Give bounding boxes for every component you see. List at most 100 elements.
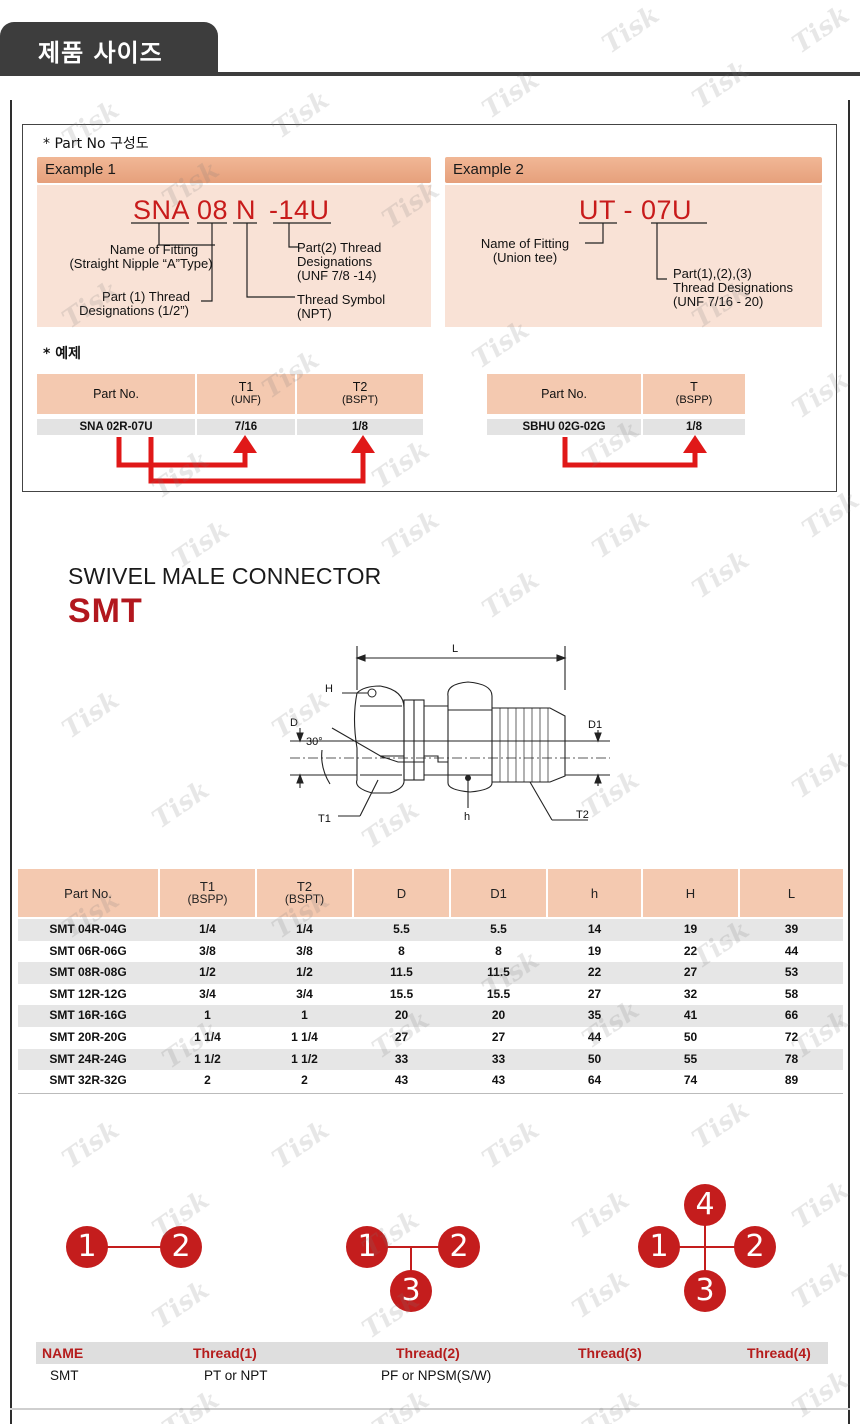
table-cell-partno: SMT 08R-08G xyxy=(49,965,127,980)
table-cell-l: 72 xyxy=(784,1030,799,1044)
table-cell-d1: 43 xyxy=(491,1073,506,1088)
example1-panel: SNA 08 N -14U Name of Fitting (Straight … xyxy=(37,185,431,327)
example1-part2-desc: Part(2) Thread Designations (UNF 7/8 -14… xyxy=(297,241,381,283)
table-cell-t2: 1 xyxy=(301,1008,308,1023)
part-no-box: * Part No 구성도 Example 1 SNA 08 N -14U Na… xyxy=(22,124,837,492)
example1-part2-line2: Designations xyxy=(297,254,373,269)
port-circle-1: 1 xyxy=(66,1226,108,1268)
table-cell-h: 55 xyxy=(683,1051,698,1066)
watermark: Tisk xyxy=(146,1274,215,1336)
watermark: Tisk xyxy=(566,1184,635,1246)
example1-code-n: N xyxy=(236,195,256,225)
thread-value-1: PT or NPT xyxy=(204,1368,268,1383)
watermark: Tisk xyxy=(576,1384,645,1424)
table-cell-partno: SMT 12R-12G xyxy=(49,986,127,1001)
thread-header-3: Thread(3) xyxy=(578,1345,642,1361)
table-cell-h: 19 xyxy=(683,922,698,936)
watermark: Tisk xyxy=(596,0,665,61)
table-header-t1-unit: (BSPP) xyxy=(187,892,228,906)
table-cell-d1: 8 xyxy=(495,943,502,958)
table-cell-d: 15.5 xyxy=(389,986,414,1001)
frame-right xyxy=(848,100,850,1424)
watermark: Tisk xyxy=(586,504,655,566)
frame-bottom xyxy=(10,1408,850,1410)
table-cell-l: 89 xyxy=(784,1073,799,1088)
table-cell-t1: 3/8 xyxy=(199,943,216,958)
arrow-t1 xyxy=(116,437,248,468)
table-cell-t2: 2 xyxy=(301,1073,308,1088)
table-cell-t1: 1/2 xyxy=(199,965,216,980)
example1-part2-line3: (UNF 7/8 -14) xyxy=(297,268,377,283)
example1-code-08: 08 xyxy=(197,195,229,225)
product-name: SMT xyxy=(68,592,143,630)
watermark: Tisk xyxy=(786,0,855,61)
thread-header-name: NAME xyxy=(42,1345,84,1361)
watermark: Tisk xyxy=(786,1174,855,1236)
watermark: Tisk xyxy=(366,1384,435,1424)
table-cell-partno: SMT 32R-32G xyxy=(49,1073,127,1088)
ex-table2-partno: SBHU 02G-02G xyxy=(487,419,641,435)
table-cell-h-small: 22 xyxy=(587,965,602,980)
title-divider xyxy=(0,72,860,76)
table-cell-d1: 11.5 xyxy=(487,965,510,980)
example2-code: UT - 07U xyxy=(579,195,693,225)
table-header-h-small: h xyxy=(548,869,641,917)
port-link-3way-v xyxy=(410,1246,412,1276)
watermark: Tisk xyxy=(156,1384,225,1424)
example1-label: Example 1 xyxy=(37,157,431,183)
dim-label-h-upper: H xyxy=(325,683,333,695)
table-cell-d: 5.5 xyxy=(393,922,410,936)
table-cell-h-small: 64 xyxy=(587,1073,602,1088)
table-cell-t2: 1 1/4 xyxy=(291,1030,318,1044)
dim-label-d1: D1 xyxy=(588,719,602,731)
table-cell-d1: 15.5 xyxy=(486,986,511,1001)
table-cell-h: 74 xyxy=(683,1073,698,1088)
port-circle-2: 2 xyxy=(160,1226,202,1268)
table-header-t1: T1(BSPP) xyxy=(160,869,255,917)
table-header-h: H xyxy=(643,869,738,917)
example-heading: * 예제 xyxy=(43,346,81,362)
thread-table-header-bar xyxy=(36,1342,828,1364)
arrow-t2 xyxy=(148,437,366,484)
dim-label-t1: T1 xyxy=(318,813,331,825)
table-cell-h: 27 xyxy=(683,965,698,980)
port-circle-4: 4 xyxy=(684,1184,726,1226)
arrow-t xyxy=(562,437,698,468)
port-circle-3: 3 xyxy=(390,1270,432,1312)
dim-label-t2: T2 xyxy=(576,809,589,821)
table-cell-t1: 2 xyxy=(204,1073,211,1088)
table-cell-l: 78 xyxy=(784,1051,799,1066)
table-cell-l: 53 xyxy=(784,965,799,980)
watermark: Tisk xyxy=(566,1264,635,1326)
example1-symbol-line2: (NPT) xyxy=(297,306,332,321)
table-cell-partno: SMT 04R-04G xyxy=(49,922,127,936)
watermark: Tisk xyxy=(476,564,545,626)
ex-table2-header-partno: Part No. xyxy=(487,374,641,414)
table-cell-t1: 1 1/2 xyxy=(194,1051,221,1066)
watermark: Tisk xyxy=(146,774,215,836)
table-header-t2-unit: (BSPT) xyxy=(284,892,325,906)
connector-drawing: L H D 30° D1 T1 h T2 xyxy=(290,643,610,825)
watermark: Tisk xyxy=(786,1254,855,1316)
dim-label-d: D xyxy=(290,717,298,729)
table-header-partno: Part No. xyxy=(18,869,158,917)
table-cell-d1: 33 xyxy=(491,1051,506,1066)
table-cell-h-small: 27 xyxy=(587,986,602,1001)
example1-symbol-line1: Thread Symbol xyxy=(297,292,386,307)
example2-fitting-desc: Name of Fitting (Union tee) xyxy=(467,237,583,265)
table-cell-t2: 1 1/2 xyxy=(291,1051,318,1066)
table-cell-d: 8 xyxy=(398,943,405,958)
table-cell-l: 39 xyxy=(784,922,799,936)
table-cell-partno: SMT 24R-24G xyxy=(49,1051,127,1066)
example1-part2-line1: Part(2) Thread xyxy=(297,240,382,255)
table-cell-d: 20 xyxy=(394,1008,409,1023)
example2-part-line1: Part(1),(2),(3) xyxy=(673,266,752,281)
table-cell-partno: SMT 06R-06G xyxy=(49,943,127,958)
watermark: Tisk xyxy=(376,504,445,566)
table-cell-t2: 1/2 xyxy=(296,965,313,980)
table-cell-h-small: 50 xyxy=(587,1051,602,1066)
